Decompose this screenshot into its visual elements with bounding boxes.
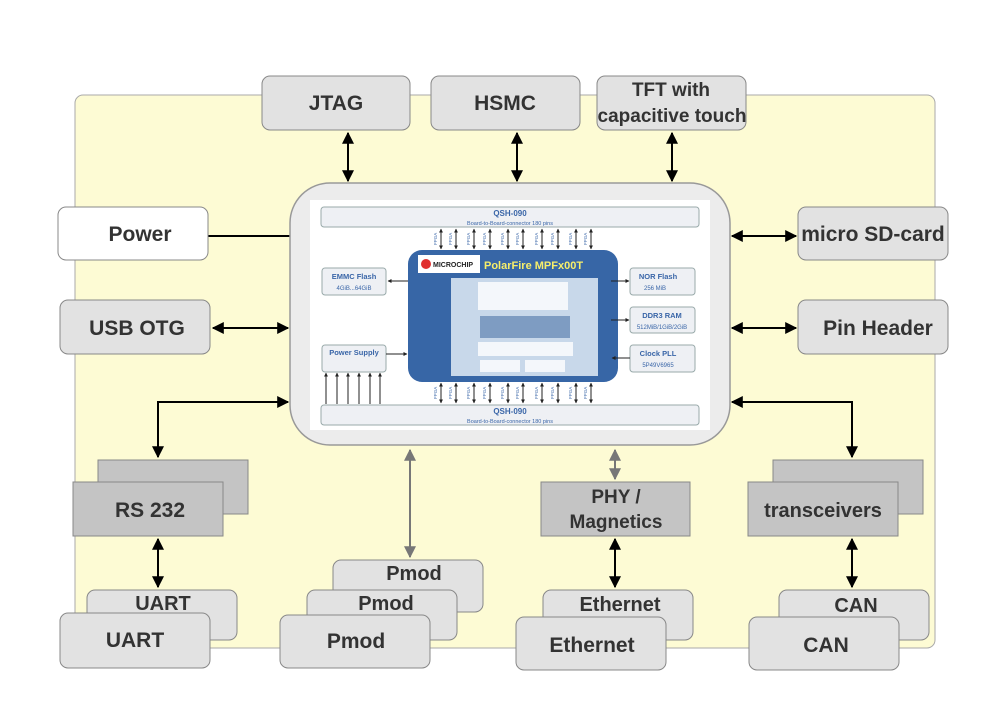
pll-title: Clock PLL [640,349,677,358]
fpga-bank-label: FPGA [550,233,555,245]
connector-bottom: QSH-090 Board-to-Board-connector 180 pin… [320,404,700,426]
fpga-module: QSH-090 Board-to-Board-connector 180 pin… [289,182,731,446]
fpga-bank-label: FPGA [448,233,453,245]
fpga-bank-label: FPGA [583,387,588,399]
pmod-label-3: Pmod [327,630,385,653]
fpga-bank-label: FPGA [433,387,438,399]
ethernet-label-front: Ethernet [549,634,634,657]
ddr-size: 512MiB/1GiB/2GiB [637,325,687,331]
power-label: Power [108,223,171,246]
vendor-logo-text: MICROCHIP [433,262,473,269]
phy-label-line1: PHY / [591,487,641,508]
usb-otg-label: USB OTG [89,317,185,340]
tft-label-line1: TFT with [632,80,710,101]
fpga-bank-label: FPGA [433,233,438,245]
usb-otg-box: USB OTG [59,299,211,355]
pmod-label-1: Pmod [386,563,442,585]
power-supply-title: Power Supply [329,348,379,357]
fpga-bank-label: FPGA [500,233,505,245]
hsmc-label: HSMC [474,92,536,115]
micro-sd-label: micro SD-card [801,223,945,246]
fpga-bank-label: FPGA [534,233,539,245]
nor-size: 256 MiB [644,286,666,292]
connector-bottom-subtitle: Board-to-Board-connector 180 pins [467,419,553,425]
uart-label-back: UART [135,593,191,615]
nor-flash-block: NOR Flash 256 MiB [629,267,696,296]
microchip-logo-icon [421,259,431,269]
tft-box: TFT with capacitive touch [596,75,747,131]
micro-sd-box: micro SD-card [797,206,949,261]
ddr-title: DDR3 RAM [642,311,682,320]
connector-top-subtitle: Board-to-Board-connector 180 pins [467,221,553,227]
fpga-bank-label: FPGA [515,233,520,245]
power-supply-block: Power Supply [321,344,387,373]
fpga-bank-label: FPGA [550,387,555,399]
uart-boxes: UART UART [59,589,238,669]
phy-label-line2: Magnetics [570,512,663,533]
fpga-bank-label: FPGA [482,387,487,399]
jtag-box: JTAG [261,75,411,131]
fpga-bank-label: FPGA [515,387,520,399]
fpga-bank-label: FPGA [534,387,539,399]
jtag-label: JTAG [309,92,363,115]
polarfire-chip: MICROCHIP PolarFire MPFx00T [408,250,618,382]
emmc-flash-block: EMMC Flash 4GiB...64GiB [321,267,387,296]
connector-top-title: QSH-090 [493,209,527,218]
pmod-label-2: Pmod [358,593,414,615]
fpga-bank-label: FPGA [583,233,588,245]
ethernet-label-back: Ethernet [579,594,660,616]
fpga-bank-label: FPGA [482,233,487,245]
ddr3-block: DDR3 RAM 512MiB/1GiB/2GiB [629,306,696,334]
ethernet-boxes: Ethernet Ethernet [515,589,694,671]
connections [152,131,858,589]
can-boxes: CAN CAN [748,589,930,671]
pll-part: 5P49V6965 [642,363,674,369]
fpga-bank-label: FPGA [466,387,471,399]
tft-label-line2: capacitive touch [598,106,747,127]
pmod-boxes: Pmod Pmod Pmod [279,559,484,669]
power-box: Power [57,206,209,261]
nor-title: NOR Flash [639,272,678,281]
connector-bottom-title: QSH-090 [493,407,527,416]
can-label-back: CAN [834,595,877,617]
pin-header-box: Pin Header [797,299,949,355]
fpga-bank-label: FPGA [568,387,573,399]
transceivers-label: transceivers [764,500,882,522]
fpga-bank-label: FPGA [568,233,573,245]
transceivers-arrow [730,396,858,459]
fpga-bank-label: FPGA [500,387,505,399]
rs232-arrow [152,396,290,459]
fpga-bank-links: FPGA FPGA FPGA FPGA FPGA FPGA FPGA FPGA FPGA FPGA… [433,228,593,404]
rs232-label: RS 232 [115,499,185,522]
hsmc-box: HSMC [430,75,581,131]
phy-magnetics-box: PHY / Magnetics [540,481,691,537]
chip-title: PolarFire MPFx00T [484,260,583,272]
fpga-bank-label: FPGA [466,233,471,245]
transceivers-box: transceivers [747,459,924,537]
pin-header-label: Pin Header [823,317,933,340]
can-label-front: CAN [803,634,849,657]
emmc-size: 4GiB...64GiB [336,286,371,292]
connector-top: QSH-090 Board-to-Board-connector 180 pin… [320,206,700,228]
uart-label-front: UART [106,629,164,652]
rs232-box: RS 232 [72,459,249,537]
emmc-title: EMMC Flash [332,272,377,281]
fpga-bank-label: FPGA [448,387,453,399]
clock-pll-block: Clock PLL 5P49V6965 [629,344,696,373]
